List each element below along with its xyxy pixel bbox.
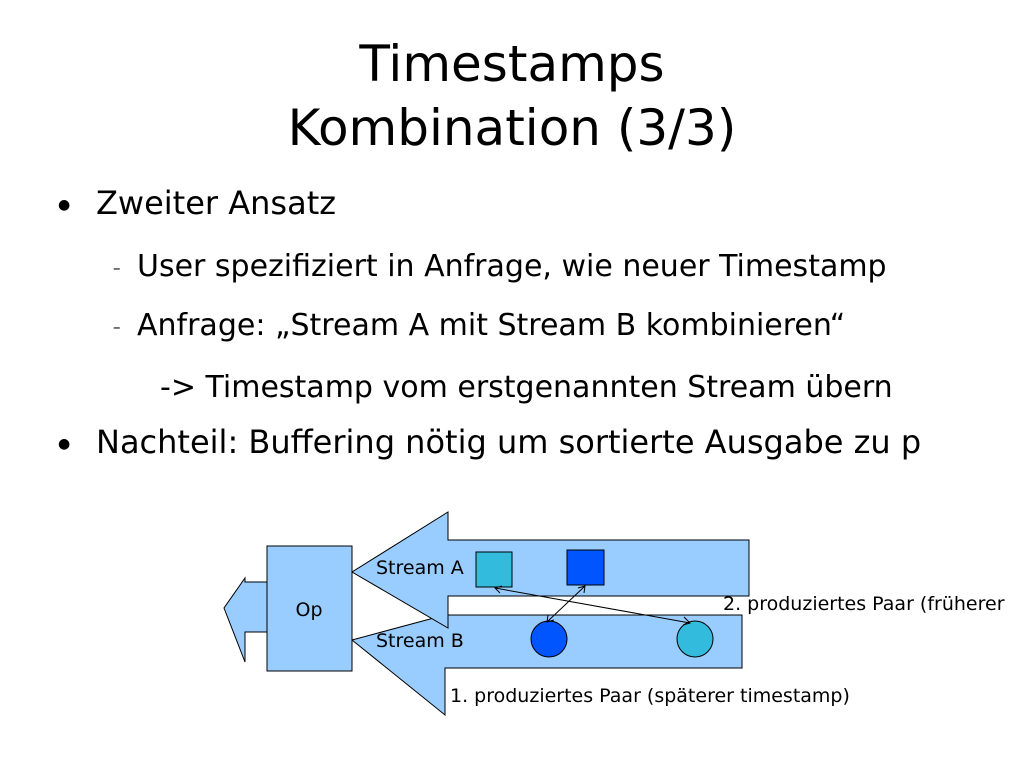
bullet-dot-icon: ●	[58, 436, 71, 452]
bullet-nachteil: Nachteil: Buffering nötig um sortierte A…	[96, 423, 922, 461]
stream-a-item-light	[475, 551, 513, 588]
pair-2-label: 2. produziertes Paar (früherer	[723, 593, 1005, 615]
stream-b-item-dark	[530, 620, 568, 658]
continuation-timestamp-line: -> Timestamp vom erstgenannten Stream üb…	[160, 370, 893, 405]
stream-a-label: Stream A	[376, 557, 464, 579]
sub-bullet-dash-icon: –	[113, 259, 121, 277]
slide-title-line-2: Kombination (3/3)	[287, 99, 737, 157]
stream-a-arrow	[351, 511, 750, 629]
pair-connector-1	[546, 585, 586, 623]
slide-title-line-1: Timestamps	[359, 35, 665, 93]
bullet-dot-icon: ●	[58, 197, 71, 213]
sub-bullet-anfrage: Anfrage: „Stream A mit Stream B kombinie…	[137, 308, 846, 343]
arrowhead-icon	[494, 585, 503, 594]
pair-1-label: 1. produziertes Paar (späterer timestamp…	[450, 685, 850, 707]
operator-label: Op	[295, 599, 322, 621]
operator-box	[266, 545, 353, 672]
bullet-zweiter-ansatz: Zweiter Ansatz	[96, 184, 337, 222]
arrowhead-icon	[682, 616, 691, 626]
arrowhead-icon	[577, 585, 586, 594]
pair-connector-2	[494, 587, 691, 624]
sub-bullet-user-spezifiziert: User spezifiziert in Anfrage, wie neuer …	[137, 249, 887, 284]
output-arrow	[223, 576, 269, 663]
stream-b-item-light	[676, 620, 714, 658]
stream-a-item-dark	[566, 549, 605, 586]
arrowhead-icon	[546, 614, 555, 623]
stream-b-label: Stream B	[376, 630, 464, 652]
sub-bullet-dash-icon: –	[113, 318, 121, 336]
